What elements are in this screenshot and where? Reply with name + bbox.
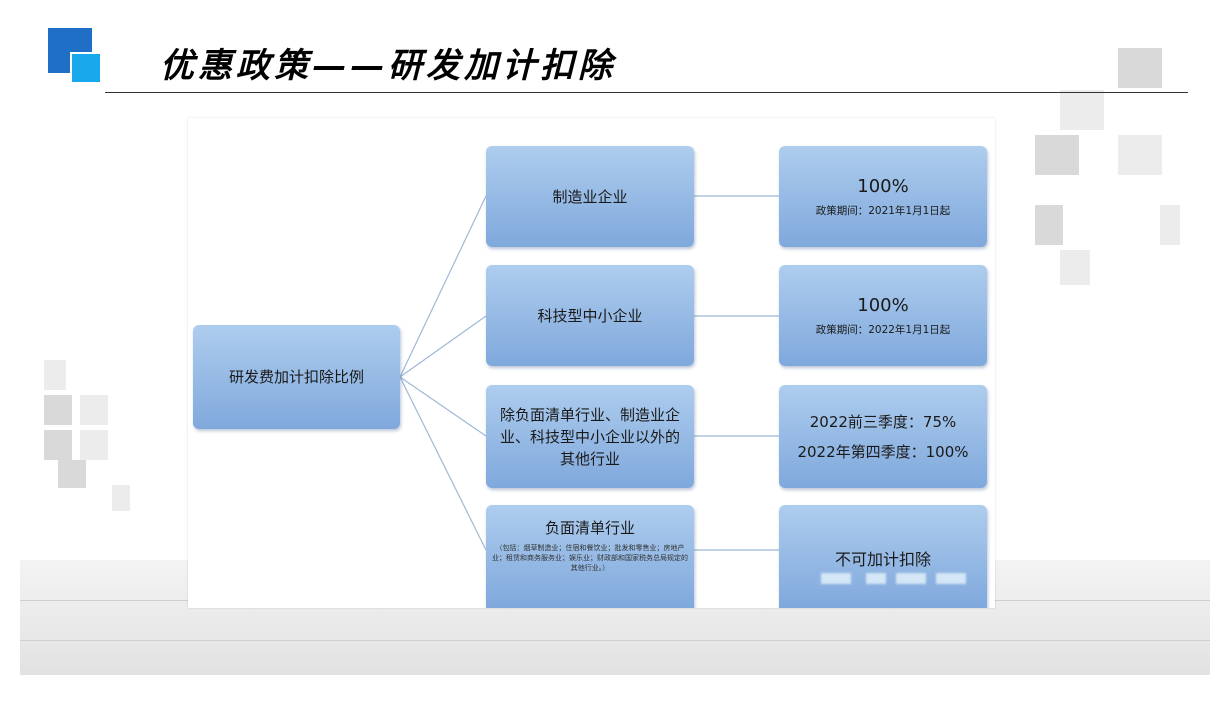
category-node-tech-sme: 科技型中小企业 [486, 265, 694, 366]
redacted-watermark [936, 573, 966, 584]
category-label: 科技型中小企业 [537, 306, 643, 325]
floor-line [20, 640, 1210, 641]
result-node-other-industries: 2022前三季度：75% 2022年第四季度：100% [779, 385, 987, 488]
category-node-manufacturing: 制造业企业 [486, 146, 694, 247]
background-tile [112, 485, 130, 511]
redacted-watermark [821, 573, 851, 584]
background-tile [1118, 135, 1162, 175]
category-label: 负面清单行业 [544, 519, 635, 537]
background-tile [80, 430, 108, 460]
result-node-manufacturing: 100% 政策期间：2021年1月1日起 [779, 146, 987, 247]
category-label: 除负面清单行业、制造业企业、科技型中小企业以外的其他行业 [500, 405, 681, 468]
policy-period: 政策期间：2021年1月1日起 [815, 204, 951, 217]
title-underline [105, 92, 1188, 93]
connector-root-row4 [399, 376, 487, 551]
background-tile [1060, 90, 1104, 130]
rate-line-2: 2022年第四季度：100% [797, 442, 969, 461]
connector-root-row3 [399, 376, 487, 437]
category-label: 制造业企业 [552, 187, 628, 206]
root-node: 研发费加计扣除比例 [193, 325, 400, 429]
result-node-tech-sme: 100% 政策期间：2022年1月1日起 [779, 265, 987, 366]
background-tile [44, 360, 66, 390]
rate-value: 不可加计扣除 [834, 549, 931, 569]
redacted-watermark [866, 573, 886, 584]
background-tile [80, 395, 108, 425]
background-tile [44, 430, 72, 460]
background-tile [58, 460, 86, 488]
background-tile [1035, 135, 1079, 175]
connector-root-row1 [399, 195, 487, 378]
background-tile [1060, 250, 1090, 285]
background-tile [1118, 48, 1162, 88]
connector-root-row2 [399, 315, 487, 378]
root-label: 研发费加计扣除比例 [228, 368, 364, 386]
category-node-negative-list: 负面清单行业 （包括：烟草制造业；住宿和餐饮业；批发和零售业；房地产业；租赁和商… [486, 505, 694, 608]
background-tile [1035, 205, 1063, 245]
background-tile [44, 395, 72, 425]
page-title: 优惠政策——研发加计扣除 [160, 46, 616, 86]
logo-square-light [70, 52, 102, 84]
background-tile [1160, 205, 1180, 245]
rate-value: 100% [857, 294, 909, 316]
rate-line-1: 2022前三季度：75% [809, 412, 957, 431]
policy-period: 政策期间：2022年1月1日起 [815, 323, 951, 336]
rate-value: 100% [857, 175, 909, 197]
diagram-panel: 研发费加计扣除比例 制造业企业 100% 政策期间：2021年1月1日起 科技型… [188, 118, 995, 608]
category-note: （包括：烟草制造业；住宿和餐饮业；批发和零售业；房地产业；租赁和商务服务业；娱乐… [492, 544, 688, 572]
connector-lines [399, 195, 779, 551]
category-node-other-industries: 除负面清单行业、制造业企业、科技型中小企业以外的其他行业 [486, 385, 694, 488]
result-node-negative-list: 不可加计扣除 [779, 505, 987, 608]
redacted-watermark [896, 573, 926, 584]
